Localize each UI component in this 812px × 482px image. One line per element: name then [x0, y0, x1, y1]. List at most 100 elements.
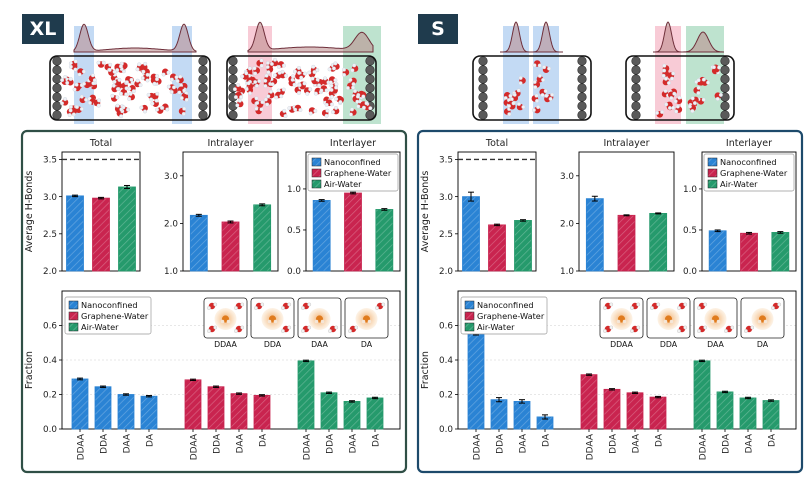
hydrogen-atom [348, 77, 353, 82]
hydrogen-atom [184, 97, 189, 102]
bar [513, 400, 531, 430]
x-tick-label: DDA [722, 433, 732, 454]
panel-tag-xl: XL [22, 14, 64, 44]
hydrogen-atom [259, 63, 264, 68]
hydrogen-atom [352, 63, 357, 68]
hydrogen-atom [274, 95, 279, 100]
bar [649, 396, 667, 430]
carbon-atom [198, 92, 208, 102]
hydrogen-atom [154, 98, 159, 103]
hydrogen-atom [328, 80, 333, 85]
neighbor-hydrogen [301, 306, 305, 310]
legend-swatch [311, 179, 322, 189]
legend-label: Nanoconfined [81, 300, 138, 310]
central-hydrogen [314, 319, 319, 324]
hydrogen-atom [696, 91, 701, 95]
hydrogen-atom [273, 73, 277, 78]
bar [585, 198, 604, 272]
bar [221, 221, 240, 272]
y-tick-label: 3.5 [43, 156, 57, 166]
hydrogen-atom [324, 113, 329, 118]
neighbor-hydrogen [677, 306, 681, 310]
legend-label: Graphene-Water [81, 311, 149, 321]
hydrogen-atom [259, 107, 264, 112]
x-tick-label: DDA [100, 433, 110, 454]
bar [740, 232, 758, 272]
hydrogen-atom [155, 91, 160, 96]
hydrogen-atom [233, 95, 238, 100]
carbon-atom [52, 101, 62, 111]
central-hydrogen [361, 319, 366, 324]
hydrogen-atom [72, 87, 77, 92]
carbon-atom [52, 74, 62, 84]
hydrogen-atom [237, 98, 242, 103]
hydrogen-atom [60, 78, 65, 83]
hydrogen-atom [81, 69, 86, 74]
hydrogen-atom [181, 111, 186, 116]
y-tick-label: 2.0 [43, 267, 57, 277]
neighbor-hydrogen [234, 329, 238, 333]
hydrogen-atom [257, 79, 262, 84]
neighbor-hydrogen [240, 325, 245, 330]
hydrogen-atom [667, 106, 672, 110]
bar [94, 386, 112, 430]
bar [467, 327, 485, 430]
hydrogen-atom [329, 102, 334, 107]
hydrogen-atom [265, 65, 270, 69]
hydrogen-atom [283, 114, 288, 118]
hydrogen-atom [266, 94, 271, 99]
hydrogen-atom [96, 103, 101, 108]
y-axis-label: Fraction [420, 351, 431, 389]
hydrogen-atom [117, 77, 122, 82]
neighbor-hydrogen [697, 329, 701, 333]
central-hydrogen [226, 319, 231, 324]
carbon-atom [198, 56, 208, 66]
hydrogen-atom [315, 77, 320, 82]
y-tick-label: 3.0 [560, 172, 574, 182]
hydrogen-atom [110, 93, 115, 98]
x-tick-label: DA [542, 433, 552, 447]
hydrogen-atom [368, 106, 373, 111]
hydrogen-atom [119, 91, 123, 96]
hydrogen-atom [696, 85, 701, 90]
hydrogen-atom [287, 106, 292, 111]
carbon-atom [52, 83, 62, 93]
hydrogen-atom [60, 101, 64, 106]
hydrogen-atom [290, 74, 295, 79]
carbon-atom [52, 65, 62, 75]
hydrogen-atom [655, 110, 659, 115]
hydrogen-atom [165, 107, 170, 112]
hydrogen-atom [129, 77, 134, 82]
density-profile [500, 21, 563, 53]
neighbor-hydrogen [703, 302, 708, 307]
hydrogen-atom [312, 70, 317, 75]
neighbor-hydrogen [354, 325, 359, 330]
x-tick-label: DDA [609, 433, 619, 454]
hydrogen-atom [537, 63, 542, 68]
neighbor-hydrogen [213, 302, 218, 307]
bar [92, 197, 110, 272]
hydrogen-atom [302, 81, 307, 86]
carbon-atom [631, 74, 641, 84]
hydrogen-atom [533, 85, 538, 90]
bar [184, 379, 202, 430]
hydrogen-atom [361, 105, 366, 110]
bar [117, 394, 135, 430]
hydrogen-atom [137, 62, 142, 67]
hydrogen-atom [355, 94, 360, 99]
bar [514, 220, 532, 272]
density-profile [73, 23, 197, 53]
legend-label: Air-Water [720, 179, 758, 189]
slab-frame [49, 55, 211, 121]
hydrogen-atom [265, 102, 270, 107]
hydrogen-atom [73, 59, 78, 64]
bar [118, 186, 136, 272]
hydrogen-atom [674, 109, 679, 114]
x-tick-label: DA [655, 433, 665, 447]
hydrogen-atom [537, 73, 542, 78]
hydrogen-atom [664, 102, 669, 107]
legend-label: Nanoconfined [720, 157, 777, 167]
inset-label: DDAA [610, 340, 633, 349]
hydrogen-atom [307, 70, 312, 75]
